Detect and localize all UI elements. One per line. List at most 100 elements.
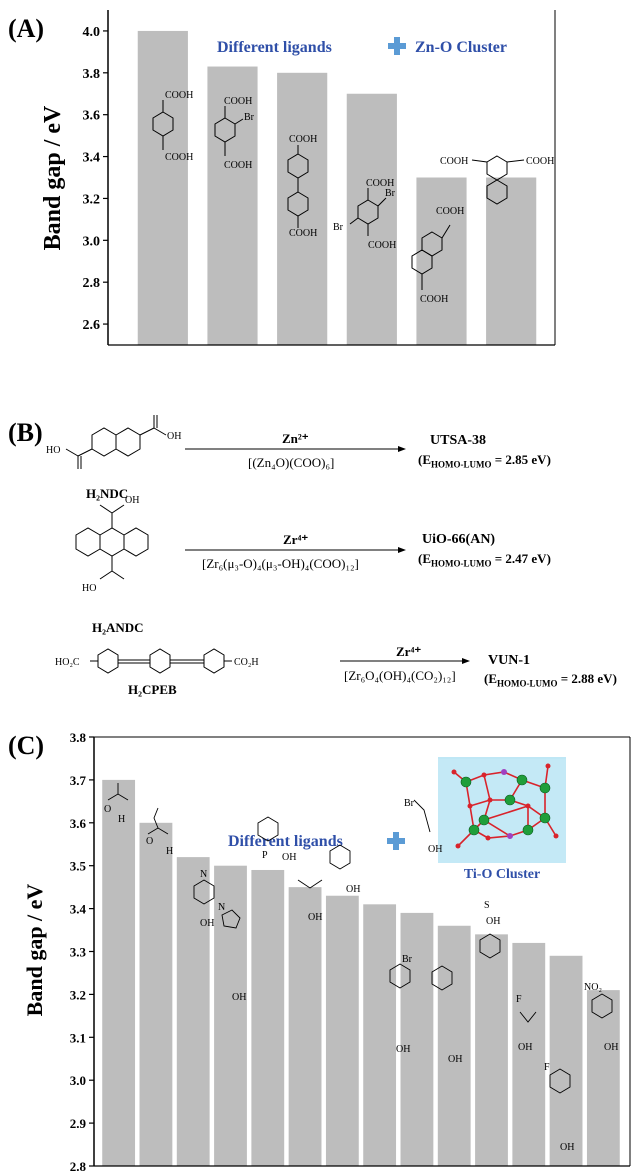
chart-c-bar-14 — [586, 990, 620, 1166]
chart-c-bar-9 — [400, 912, 434, 1166]
product-3: VUN-1 — [488, 653, 530, 668]
chart-c-ytick-label-8: 3.5 — [70, 859, 87, 874]
chart-c-ylabel: Band gap / eV — [22, 884, 47, 1017]
svg-text:F: F — [544, 1062, 550, 1073]
ligand-dibrbdc — [349, 188, 387, 236]
ligand-isonicotinate — [193, 879, 215, 905]
ligand-benzoate — [329, 844, 351, 870]
svg-text:COOH: COOH — [165, 90, 193, 101]
svg-text:OH: OH — [518, 1042, 532, 1053]
ligand-naphthoate — [431, 965, 453, 991]
cluster-1: [(Zn₄O)(COO)₆] — [248, 455, 335, 470]
svg-text:F: F — [516, 994, 522, 1005]
svg-text:O: O — [146, 836, 153, 847]
ti-o-cluster-image: Ti-O Cluster — [438, 757, 566, 882]
svg-text:OH: OH — [560, 1142, 574, 1153]
ligand-ndc — [411, 224, 451, 290]
chart-a: 2.62.83.03.23.43.63.84.0 Band gap / eV D… — [40, 10, 556, 346]
chart-c-ytick-label-3: 3.0 — [70, 1073, 86, 1088]
svg-text:OH: OH — [486, 916, 500, 927]
ligand-bdc — [152, 100, 174, 150]
chart-c-ytick-label-4: 3.1 — [70, 1030, 86, 1045]
svg-text:OH: OH — [308, 912, 322, 923]
svg-text:OH: OH — [604, 1042, 618, 1053]
svg-text:Br: Br — [404, 798, 415, 809]
svg-text:Br: Br — [333, 222, 344, 233]
svg-text:H: H — [166, 846, 173, 857]
cluster-3: [Zr₆O₄(OH)₄(CO₂)₁₂] — [344, 668, 456, 683]
svg-text:COOH: COOH — [368, 240, 396, 251]
chart-c-bar-6 — [288, 887, 322, 1166]
chart-c-bar-1 — [102, 779, 136, 1166]
svg-text:S: S — [484, 900, 490, 911]
chart-a-bar-5 — [416, 177, 467, 345]
chart-a-ytick-label-1: 2.6 — [83, 318, 101, 333]
chart-a-ytick-label-2: 2.8 — [83, 276, 101, 291]
svg-text:Br: Br — [244, 112, 255, 123]
svg-text:OH: OH — [167, 431, 181, 442]
arrow-1-head — [398, 446, 406, 452]
chart-c-ytick-label-6: 3.3 — [70, 945, 87, 960]
ligand-pentafluorobenzoate — [549, 1068, 571, 1094]
panel-a-banner-right: Zn-O Cluster — [415, 39, 507, 56]
chart-a-ytick-label-8: 4.0 — [83, 25, 101, 40]
arrow-2-head — [398, 547, 406, 553]
svg-text:COOH: COOH — [440, 156, 468, 167]
svg-text:COOH: COOH — [526, 156, 554, 167]
product-2: UiO-66(AN) — [422, 532, 496, 547]
chart-c-ytick-label-7: 3.4 — [70, 902, 87, 917]
svg-text:COOH: COOH — [224, 96, 252, 107]
svg-text:NO₂: NO₂ — [584, 982, 602, 993]
chart-c-bar-13 — [549, 955, 583, 1166]
panel-b-label: (B) — [8, 418, 43, 447]
energy-2: (EHOMO-LUMO = 2.47 eV) — [418, 551, 551, 569]
chart-a-ytick-label-4: 3.2 — [83, 192, 101, 207]
chart-c-bar-11 — [475, 934, 508, 1166]
metal-3: Zr⁴⁺ — [396, 644, 422, 659]
ligand-bpdc — [287, 145, 309, 228]
chart-a-bar-2 — [207, 66, 258, 345]
chart-c-ytick-label-5: 3.2 — [70, 987, 86, 1002]
panel-b-structures: OH HO OH HO HO₂C CO₂H — [46, 415, 470, 674]
h2ndc-structure — [65, 415, 167, 469]
ligand-1-4-ndc — [471, 155, 525, 205]
svg-text:COOH: COOH — [289, 134, 317, 145]
h2andc-structure — [75, 504, 149, 580]
plus-icon — [387, 832, 405, 850]
svg-text:OH: OH — [232, 992, 246, 1003]
svg-text:COOH: COOH — [165, 152, 193, 163]
panel-a-label: (A) — [8, 14, 45, 43]
panel-c-banner-left: Different ligands — [228, 833, 343, 850]
svg-text:N: N — [218, 902, 225, 913]
chart-c-bar-10 — [437, 925, 471, 1166]
ligand-tosylate — [479, 933, 501, 959]
svg-text:CO₂H: CO₂H — [234, 657, 259, 668]
ligand-bromobenzoate — [389, 963, 411, 989]
svg-text:Br: Br — [402, 954, 413, 965]
chart-a-bar-4 — [346, 93, 397, 345]
product-1: UTSA-38 — [430, 433, 487, 448]
chart-a-ytick-label-5: 3.4 — [83, 151, 101, 166]
ligand-name-h2cpeb: H₂CPEB — [128, 682, 177, 697]
chart-a-bar-6 — [486, 177, 537, 345]
svg-text:H: H — [118, 814, 125, 825]
chart-c-ytick-label-2: 2.9 — [70, 1116, 87, 1131]
panel-c-label: (C) — [8, 731, 45, 760]
svg-text:OH: OH — [448, 1054, 462, 1065]
chart-c-ytick-label-11: 3.8 — [70, 730, 87, 745]
svg-text:COOH: COOH — [366, 178, 394, 189]
svg-text:COOH: COOH — [289, 228, 317, 239]
chart-a-ytick-label-6: 3.6 — [83, 109, 101, 124]
panel-a-banner-left: Different ligands — [217, 39, 332, 56]
cluster-2: [Zr₆(μ₃-O)₄(μ₃-OH)₄(COO)₁₂] — [202, 556, 359, 571]
svg-text:P: P — [262, 850, 268, 861]
chart-c-bar-5 — [251, 869, 285, 1166]
ti-o-cluster-label: Ti-O Cluster — [464, 867, 540, 882]
chart-c-bar-3 — [176, 857, 210, 1166]
plus-icon — [388, 37, 406, 55]
chart-c-ytick-label-10: 3.7 — [70, 773, 87, 788]
chart-a-bar-3 — [277, 72, 328, 345]
ligand-name-h2andc: H₂ANDC — [92, 620, 144, 635]
arrow-3-head — [462, 658, 470, 664]
